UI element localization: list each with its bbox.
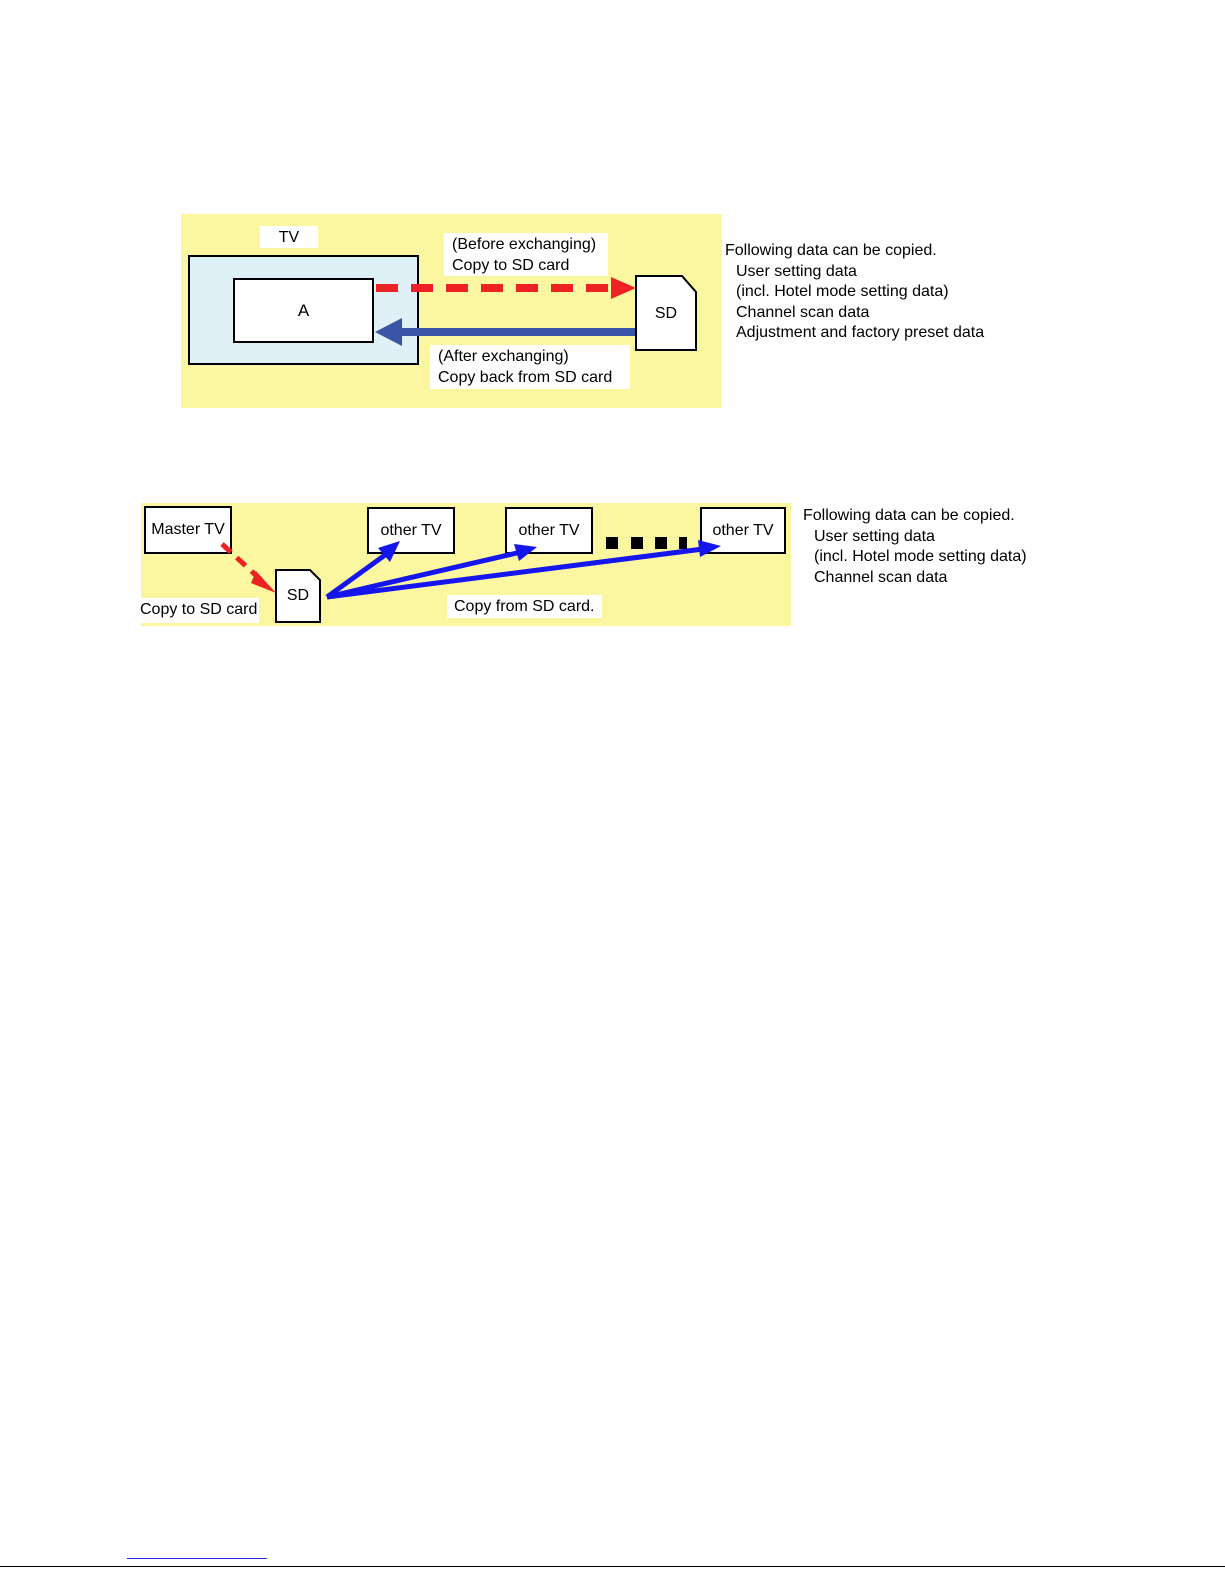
other-tv-box: other TV [700, 507, 786, 554]
sd-card-label: SD [286, 587, 310, 604]
other-tv-box: other TV [367, 507, 455, 554]
ellipsis-square [679, 537, 687, 549]
copy-to-sd-label: Copy to SD card [138, 598, 260, 623]
notes-heading: Following data can be copied. [803, 507, 1015, 524]
sd-card-label: SD [654, 305, 678, 322]
copy-back-arrow [375, 318, 635, 346]
diagram1-notes: Following data can be copied. User setti… [725, 241, 984, 344]
master-to-sd-arrow [220, 542, 276, 593]
master-tv-box: Master TV [144, 506, 232, 554]
diagram2-notes: Following data can be copied. User setti… [803, 506, 1027, 588]
notes-heading: Following data can be copied. [725, 242, 937, 259]
tv-label: TV [260, 226, 318, 248]
footer-rule [0, 1566, 1225, 1567]
note-item: User setting data [736, 262, 857, 280]
ellipsis-square [606, 537, 618, 549]
board-a: A [233, 278, 374, 343]
sd-card-icon [275, 569, 321, 623]
copy-from-sd-label: Copy from SD card. [447, 595, 603, 618]
note-item: Channel scan data [814, 568, 948, 586]
before-exchanging-label: (Before exchanging) Copy to SD card [444, 233, 608, 276]
note-item: Adjustment and factory preset data [736, 324, 985, 341]
note-item: Channel scan data [736, 303, 870, 321]
copy-to-sd-arrow [376, 277, 636, 299]
note-item: (incl. Hotel mode setting data) [814, 548, 1027, 565]
sd-card-icon [635, 275, 697, 351]
note-item: (incl. Hotel mode setting data) [736, 283, 949, 300]
after-exchanging-label: (After exchanging) Copy back from SD car… [430, 345, 630, 389]
footer-link-underline[interactable] [127, 1558, 267, 1559]
sd-to-other-tv-arrows [325, 540, 721, 600]
ellipsis-square [655, 537, 667, 549]
note-item: User setting data [814, 527, 935, 545]
ellipsis-square [631, 537, 643, 549]
